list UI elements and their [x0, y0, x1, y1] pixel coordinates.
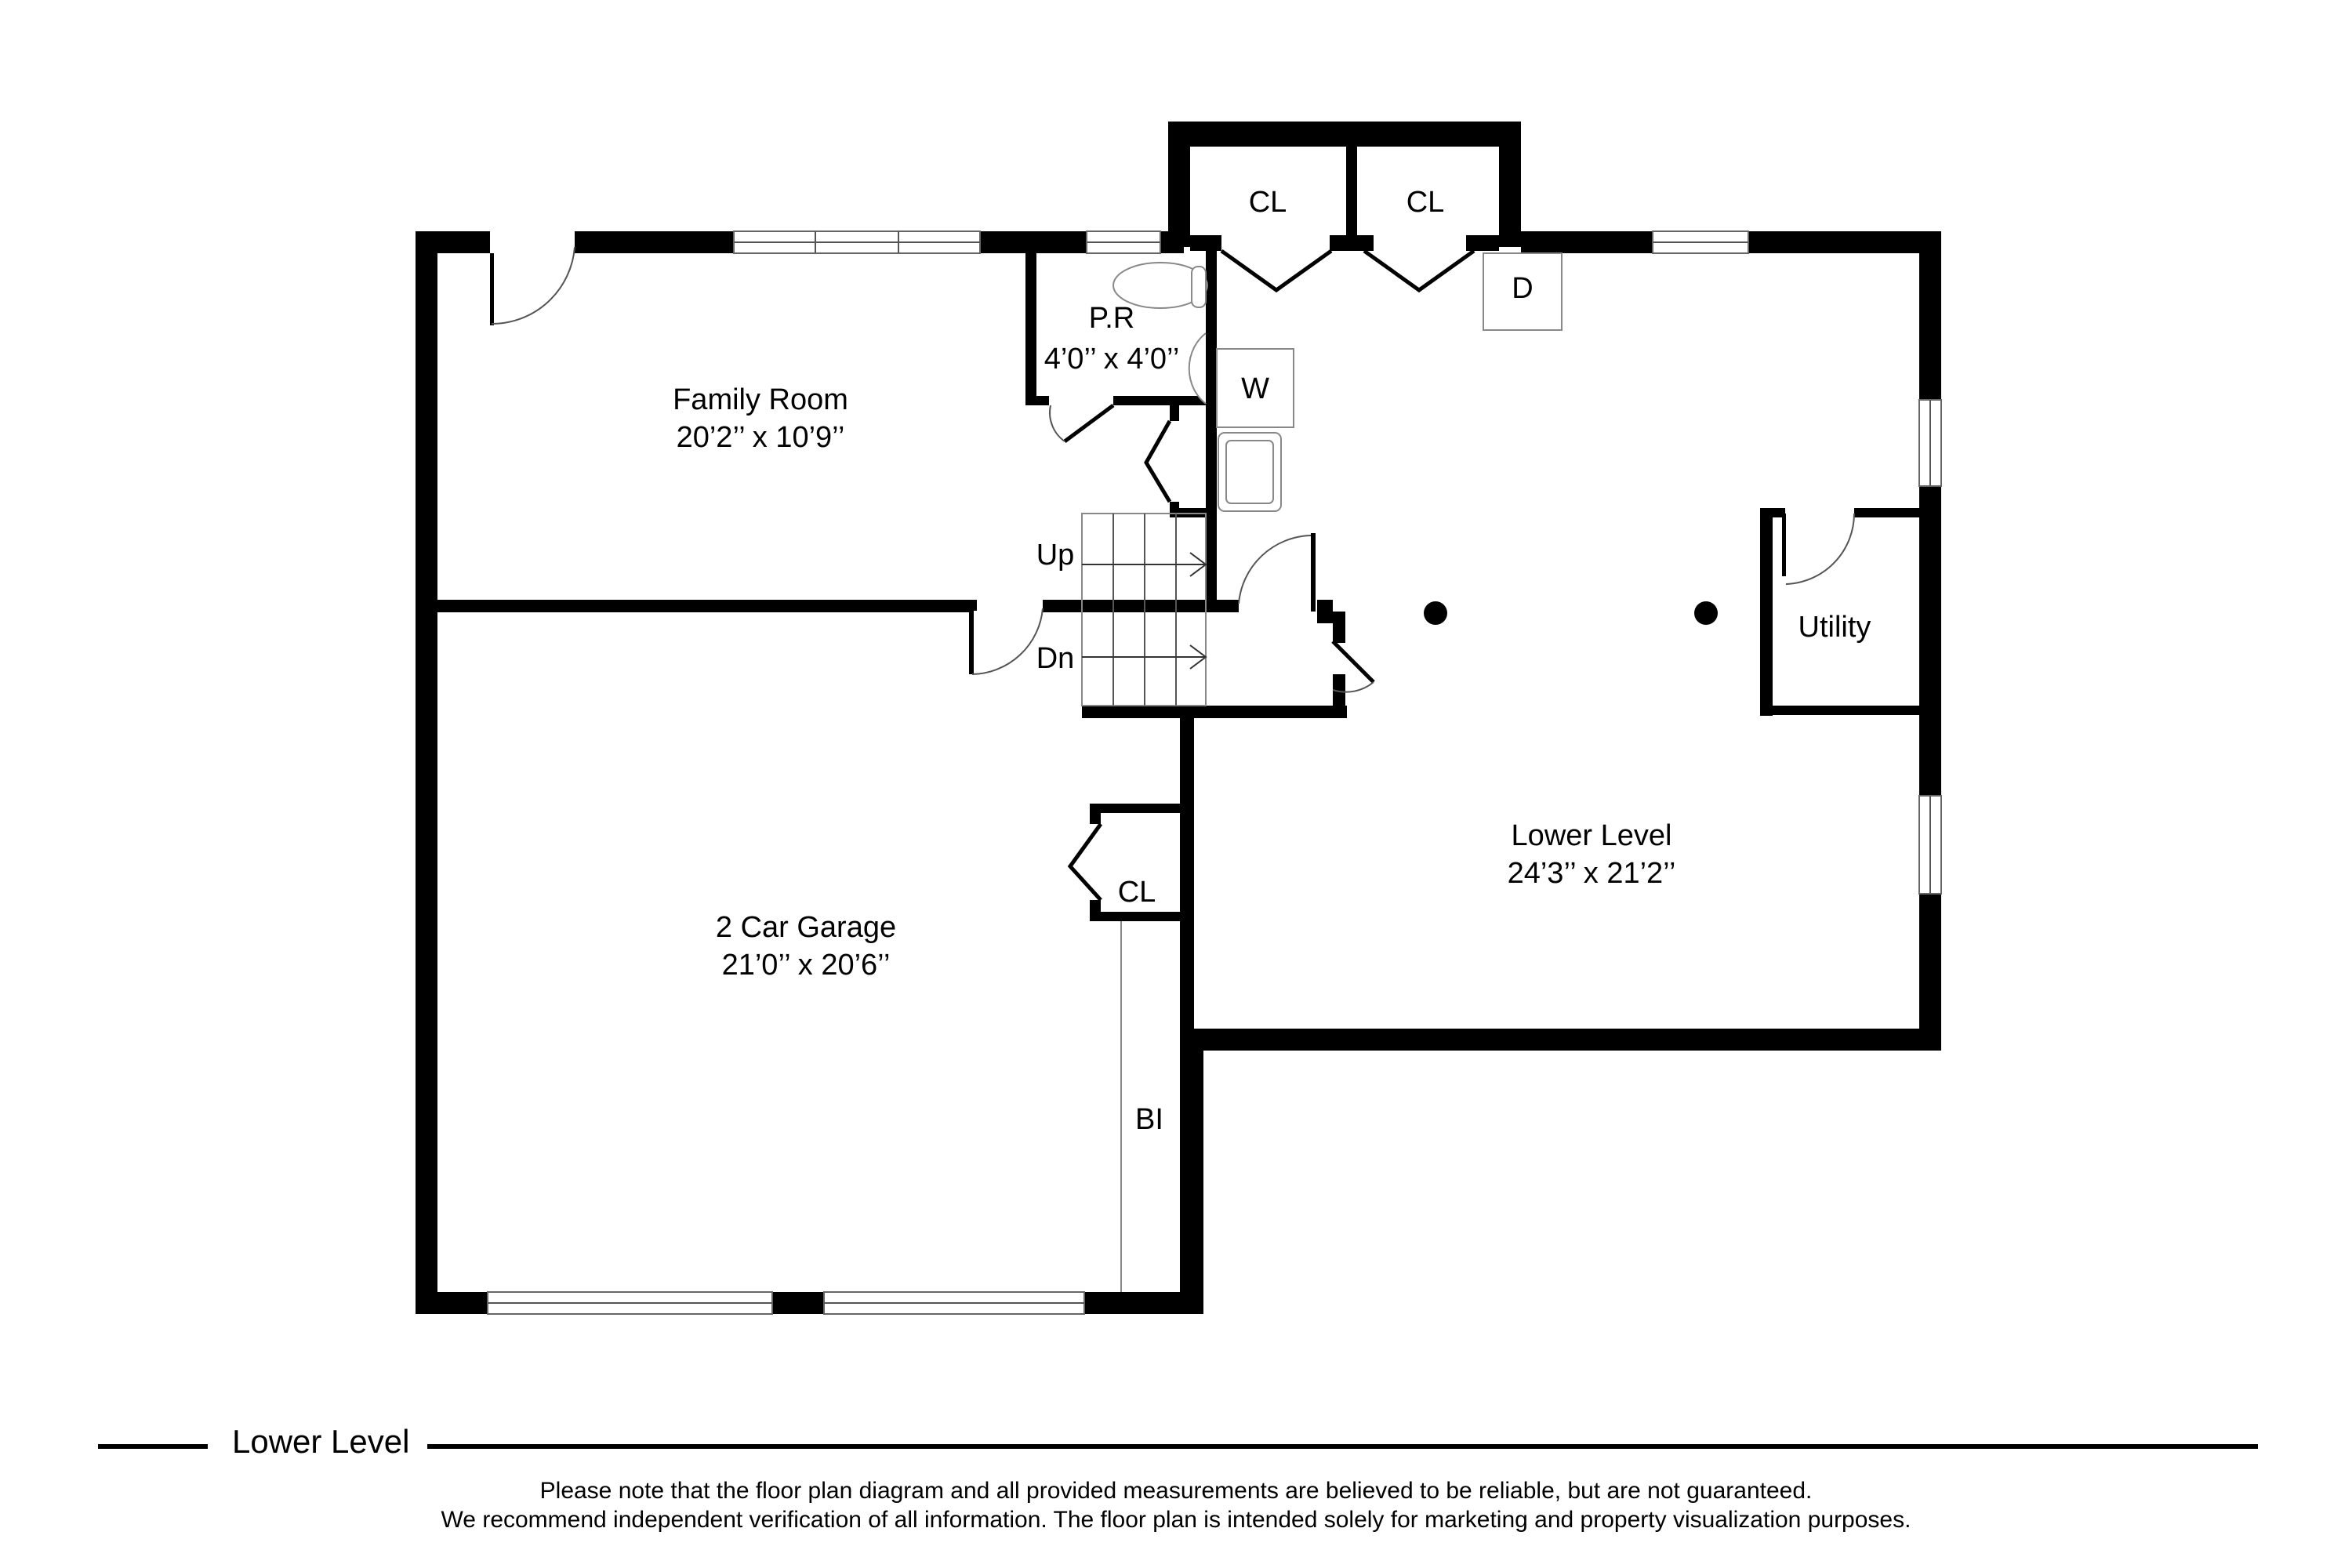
closet-garage-label: CL — [1118, 876, 1156, 909]
washer-icon — [1216, 348, 1294, 428]
closet-top-right-label: CL — [1406, 186, 1445, 219]
laundry-sink-icon — [1218, 432, 1282, 512]
utility-label: Utility — [1798, 611, 1871, 644]
footer-rule-right — [427, 1444, 2258, 1449]
closet-top-left-label: CL — [1249, 186, 1287, 219]
doors — [490, 246, 1855, 902]
window-icon — [733, 230, 981, 254]
family-room-label: Family Room — [673, 383, 848, 416]
lower-level-dims: 24’3’’ x 21’2’’ — [1508, 857, 1676, 890]
powder-room-label: P.R — [1089, 302, 1134, 335]
toilet-icon — [1112, 262, 1208, 309]
washer-label: W — [1241, 372, 1269, 405]
garage-dims: 21’0’’ x 20’6’’ — [722, 949, 891, 982]
window-icon — [1918, 399, 1942, 487]
window-icon — [1918, 795, 1942, 895]
floor-title: Lower Level — [227, 1423, 415, 1461]
garage-label: 2 Car Garage — [716, 911, 896, 944]
garage-door-icon — [487, 1291, 1085, 1315]
family-room-dims: 20’2’’ x 10’9’’ — [677, 421, 845, 454]
bifold-door-icon — [1067, 249, 1475, 902]
support-post-icon — [1424, 601, 1718, 625]
door-swing-icon — [1049, 403, 1115, 444]
door-swing-icon — [1238, 535, 1312, 604]
door-swing-icon — [490, 246, 575, 325]
window-icon — [1086, 230, 1161, 254]
windows — [487, 230, 1942, 1315]
walls — [416, 122, 1941, 1314]
dryer-label: D — [1512, 272, 1533, 305]
stairs-up-label: Up — [1036, 539, 1075, 572]
sink-icon — [1188, 332, 1207, 405]
disclaimer-line-1: Please note that the floor plan diagram … — [539, 1478, 1813, 1504]
window-icon — [1652, 230, 1749, 254]
built-in-label: BI — [1135, 1103, 1163, 1136]
footer-rule-left — [98, 1444, 208, 1449]
disclaimer-line-2: We recommend independent verification of… — [441, 1507, 1911, 1533]
lower-level-label: Lower Level — [1512, 819, 1672, 852]
dryer-icon — [1483, 252, 1563, 331]
powder-room-dims: 4’0’’ x 4’0’’ — [1044, 343, 1180, 376]
door-swing-icon — [1785, 513, 1855, 585]
stairs-icon — [1081, 513, 1207, 706]
door-swing-icon — [1331, 640, 1375, 693]
stairs-down-label: Dn — [1036, 642, 1075, 675]
door-swing-icon — [969, 604, 1044, 675]
